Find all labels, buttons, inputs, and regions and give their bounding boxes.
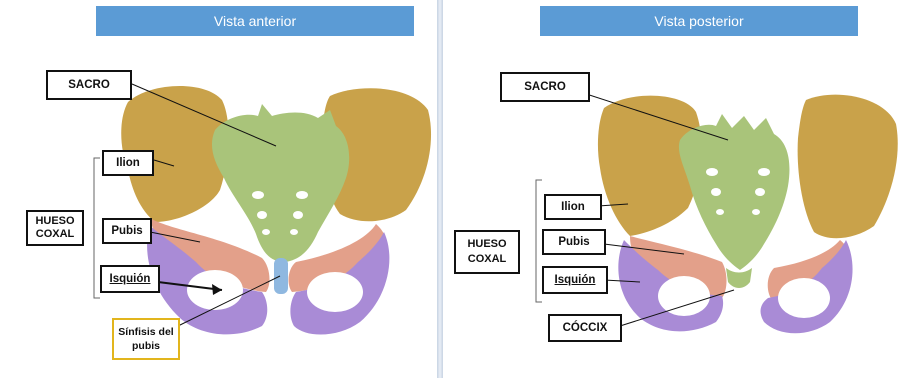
sacro-label: SACRO xyxy=(46,70,132,100)
sacral-foramen-5 xyxy=(716,209,724,215)
coccyx-bone xyxy=(726,268,752,288)
sinfisis-line-1: Sínfisis del xyxy=(118,325,173,339)
sacral-foramen-1 xyxy=(252,191,264,199)
sinfisis-line-2: pubis xyxy=(118,339,173,353)
sacral-foramen-6 xyxy=(752,209,760,215)
sacro-label: SACRO xyxy=(500,72,590,102)
sacral-foramen-3 xyxy=(257,211,267,219)
isquion-label: Isquión xyxy=(100,265,160,293)
hueso-coxal-line-2: COXAL xyxy=(35,228,74,241)
right-obturator-foramen xyxy=(778,278,830,318)
right-ilion-bone xyxy=(798,95,898,239)
isquion-label: Isquión xyxy=(542,266,608,294)
hueso-coxal-line-2: COXAL xyxy=(467,252,506,267)
coccix-label: CÓCCIX xyxy=(548,314,622,342)
sacral-foramen-3 xyxy=(711,188,721,196)
anterior-view-panel: Vista anterior SACRO Ilion xyxy=(0,0,436,378)
sacrum-bone xyxy=(679,114,790,270)
sacral-foramen-4 xyxy=(755,188,765,196)
sacral-foramen-5 xyxy=(262,229,270,235)
left-obturator-foramen xyxy=(658,276,710,316)
hueso-coxal-line-1: HUESO xyxy=(467,237,506,252)
pubis-label: Pubis xyxy=(102,218,152,244)
anterior-pelvis-illustration xyxy=(0,0,436,378)
ilion-label: Ilion xyxy=(544,194,602,220)
pubic-symphysis xyxy=(274,258,288,294)
right-obturator-foramen xyxy=(307,272,363,312)
sacral-foramen-2 xyxy=(758,168,770,176)
panel-divider xyxy=(437,0,443,378)
posterior-view-panel: Vista posterior SACRO Ilion HU xyxy=(444,0,904,378)
sacral-foramen-6 xyxy=(290,229,298,235)
sacral-foramen-2 xyxy=(296,191,308,199)
sacral-foramen-1 xyxy=(706,168,718,176)
hueso-coxal-line-1: HUESO xyxy=(35,215,74,228)
posterior-pelvis-illustration xyxy=(444,0,904,378)
pubis-label: Pubis xyxy=(542,229,606,255)
sacral-foramen-4 xyxy=(293,211,303,219)
ilion-label: Ilion xyxy=(102,150,154,176)
